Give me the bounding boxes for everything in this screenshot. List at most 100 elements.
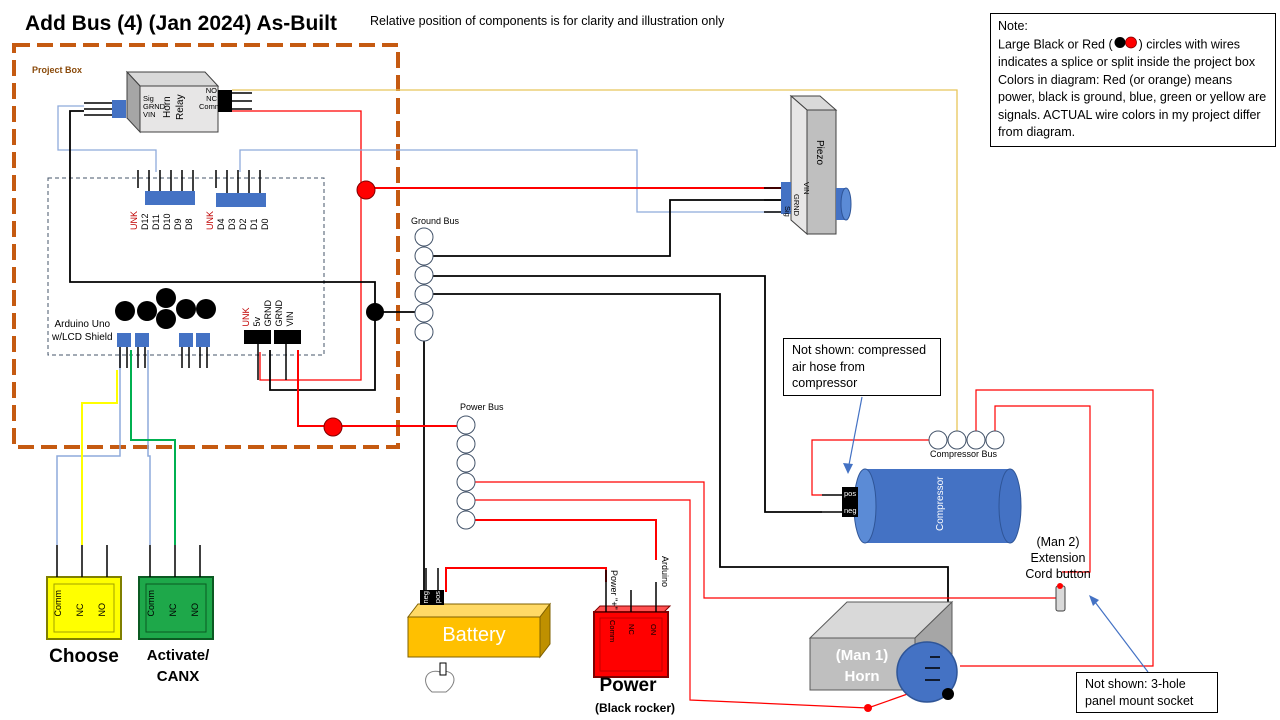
man2-line2: Extension bbox=[1030, 551, 1086, 565]
pin-d12: D12 bbox=[140, 213, 150, 231]
arduino-board-outline bbox=[47, 177, 325, 356]
activate-switch bbox=[138, 545, 214, 640]
relay-no-wire bbox=[232, 89, 958, 432]
lcd-shield-buttons bbox=[115, 288, 216, 329]
legend-note: Note: Large Black or Red () circles with… bbox=[990, 13, 1276, 147]
power-pin-nc: NC bbox=[627, 624, 636, 635]
compressor-bus-wire-2 bbox=[960, 389, 1154, 667]
relay-pin-comm: Comm bbox=[199, 102, 222, 111]
arduino-header-right bbox=[215, 170, 266, 207]
note-splice-text: Large Black or Red () circles with wires… bbox=[998, 36, 1268, 72]
arduino-power-header bbox=[244, 330, 301, 380]
pin-d3: D3 bbox=[227, 218, 237, 231]
activate-signal-green bbox=[130, 350, 176, 545]
compressor-bus-wire-3 bbox=[994, 405, 1091, 573]
relay-label-relay: Relay bbox=[175, 94, 186, 120]
relay-pin-no: NO bbox=[205, 86, 217, 95]
activate-label: Activate/ CANX bbox=[132, 645, 224, 687]
piezo-buzzer bbox=[764, 94, 852, 236]
relay-sig-wire bbox=[57, 105, 157, 172]
ground-bus-label: Ground Bus bbox=[411, 216, 460, 226]
relay-comm-wire bbox=[232, 110, 362, 381]
compressor-ground-wire bbox=[424, 275, 822, 513]
piezo-ground-wire bbox=[424, 199, 781, 257]
compressor-bus-wire-1 bbox=[811, 439, 938, 496]
arduino-vin-wire bbox=[297, 350, 466, 427]
battery bbox=[406, 568, 552, 693]
pin-grnd-1: GRND bbox=[263, 300, 273, 327]
battery-pin-pos: pos bbox=[433, 591, 442, 604]
panel-socket-callout: Not shown: 3-hole panel mount socket bbox=[1076, 672, 1218, 713]
choose-label: Choose bbox=[49, 646, 119, 667]
relay-pin-labels: Sig GRND VIN bbox=[143, 95, 165, 119]
arduino-label-line2: w/LCD Shield bbox=[52, 332, 113, 343]
compressor-pin-pos: pos bbox=[844, 489, 857, 498]
compressor-label: Compressor bbox=[935, 476, 946, 531]
choose-signal-blue bbox=[56, 350, 121, 545]
panel-socket-arrowhead bbox=[1089, 595, 1099, 606]
relay-pin-grnd: GRND bbox=[143, 102, 166, 111]
arduino-pins-power: UNK 5v GRND GRND VIN bbox=[241, 300, 295, 327]
battery-pin-neg: neg bbox=[421, 591, 430, 604]
activate-pin-no: NO bbox=[190, 603, 200, 617]
horn-label-line1: (Man 1) bbox=[835, 647, 889, 664]
note-splice-suffix: ) circles with wires indicates a splice … bbox=[998, 37, 1256, 69]
power-pin-comm: Comm bbox=[608, 620, 617, 643]
arduino-pins-right: UNK D4 D3 D2 D1 D0 bbox=[205, 211, 270, 230]
choose-signal-yellow bbox=[81, 370, 118, 545]
compressor-pin-neg: neg bbox=[844, 506, 857, 515]
man2-line1: (Man 2) bbox=[1036, 535, 1080, 549]
pin-unk-3: UNK bbox=[241, 307, 251, 327]
horn-label: (Man 1) Horn bbox=[812, 645, 912, 687]
note-heading: Note: bbox=[998, 19, 1028, 33]
activate-pin-comm: Comm bbox=[146, 590, 156, 617]
pin-unk-2: UNK bbox=[205, 211, 215, 231]
air-hose-callout: Not shown: compressed air hose from comp… bbox=[783, 338, 941, 396]
choose-pin-comm: Comm bbox=[53, 590, 63, 617]
battery-power-wire bbox=[445, 567, 607, 592]
activate-label-line1: Activate/ bbox=[146, 647, 210, 664]
activate-pin-labels: Comm NC NO bbox=[146, 590, 200, 617]
pin-unk-1: UNK bbox=[129, 211, 139, 231]
note-colors-text: Colors in diagram: Red (or orange) means… bbox=[998, 72, 1267, 140]
power-label: Power bbox=[599, 675, 657, 696]
relay-pin-vin: VIN bbox=[143, 110, 156, 119]
activate-label-line2: CANX bbox=[156, 668, 200, 685]
power-wire-label: Power "+" bbox=[609, 570, 619, 610]
piezo-sig-wire bbox=[239, 149, 781, 213]
arduino-label: Arduino Uno w/LCD Shield bbox=[52, 318, 113, 344]
pin-d0: D0 bbox=[260, 218, 270, 231]
relay-label-horn: Horn bbox=[162, 96, 173, 118]
ground-bus-terminals bbox=[414, 227, 434, 342]
page-title: Add Bus (4) (Jan 2024) As-Built bbox=[25, 12, 337, 35]
horn-relay bbox=[84, 70, 252, 134]
pin-vin: VIN bbox=[285, 311, 295, 327]
horn-power-wire bbox=[466, 499, 948, 709]
compressor-cylinder bbox=[822, 468, 1022, 544]
pin-d1: D1 bbox=[249, 218, 259, 231]
power-sublabel: (Black rocker) bbox=[594, 701, 676, 715]
red-splice-top bbox=[356, 180, 376, 200]
red-splice-bottom bbox=[323, 417, 343, 437]
note-splice-prefix: Large Black or Red ( bbox=[998, 37, 1113, 52]
power-switch bbox=[592, 570, 672, 678]
power-bus-label: Power Bus bbox=[460, 402, 504, 412]
man2-line3: Cord button bbox=[1025, 567, 1091, 581]
choose-pin-nc: NC bbox=[75, 603, 85, 617]
relay-contacts: NO NC Comm bbox=[199, 86, 222, 111]
pin-grnd-2: GRND bbox=[274, 300, 284, 327]
power-pin-on: ON bbox=[649, 624, 658, 636]
arduino-lower-headers bbox=[117, 333, 210, 368]
relay-pin-nc: NC bbox=[206, 94, 217, 103]
horn-label-line2: Horn bbox=[844, 668, 880, 685]
project-box-label: Project Box bbox=[32, 65, 83, 75]
choose-switch bbox=[46, 545, 122, 640]
arduino-ground-wire bbox=[269, 311, 424, 391]
piezo-pin-vin: VIN bbox=[802, 182, 811, 195]
battery-label: Battery bbox=[442, 624, 506, 646]
splice-icons bbox=[1113, 36, 1139, 55]
project-box-border bbox=[12, 43, 400, 449]
compressor-bus-terminals bbox=[928, 430, 1005, 450]
compressor-bus-label: Compressor Bus bbox=[930, 449, 998, 459]
